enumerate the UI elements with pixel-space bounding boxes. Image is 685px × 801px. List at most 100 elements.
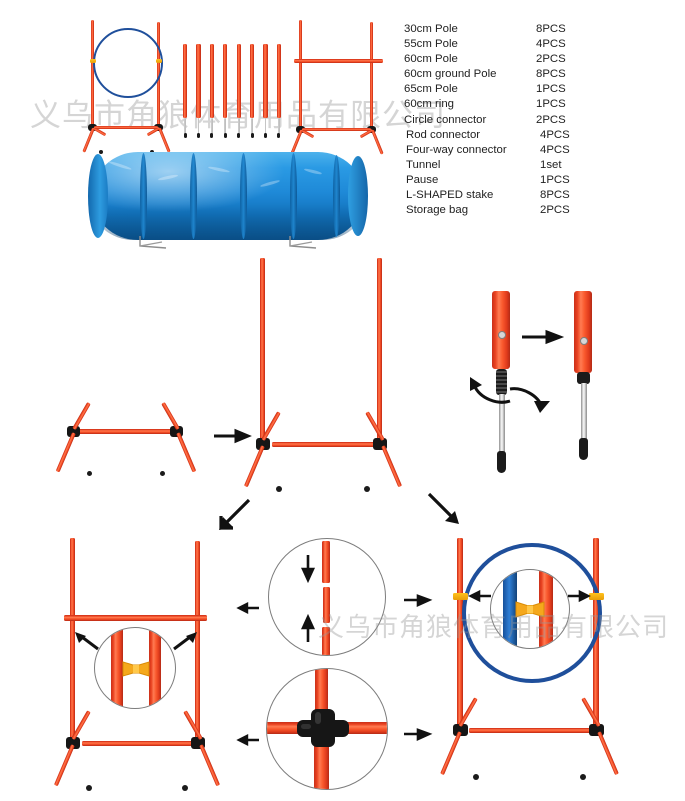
detail-upright-segment — [539, 570, 553, 648]
parts-list-row: 30cm Pole 8PCS — [404, 22, 674, 37]
part-name: Four-way connector — [406, 143, 507, 156]
arrow-left-icon — [468, 589, 491, 603]
step2-foot-cap-left — [276, 486, 282, 492]
detail-pole-join — [268, 538, 398, 666]
arrow-into-step3-lower — [236, 734, 260, 746]
detail-stake-twist — [470, 283, 650, 483]
part-name: Tunnel — [406, 158, 441, 171]
step4-foot-l-down — [440, 731, 462, 776]
step1-connector-left — [67, 426, 80, 437]
arrow-right-icon — [214, 428, 252, 444]
step4-clip-left — [453, 593, 468, 600]
arrow-right-icon — [404, 728, 433, 742]
step1-foot-l-up — [72, 402, 91, 430]
step3-ground-bar — [82, 741, 198, 746]
cross-connector-body — [297, 709, 349, 747]
arrow-up-icon — [300, 613, 316, 642]
detail-ring-clip-bowtie — [515, 601, 545, 618]
ring-jump-foot-cap-left — [99, 150, 103, 154]
part-quantity: 1set — [540, 158, 562, 171]
step3-foot-l-down — [53, 744, 75, 787]
step2-right-upright — [377, 258, 383, 444]
parts-list-row: 60cm Pole 2PCS — [404, 52, 674, 67]
detail-pole-right — [149, 628, 161, 708]
arrow-ring-clip-right — [567, 589, 591, 603]
arrow-right-icon — [522, 329, 565, 345]
arrow-step1-to-step2 — [214, 428, 252, 444]
tunnel-rib — [140, 153, 147, 239]
part-quantity: 1PCS — [536, 83, 566, 96]
product-photo-tunnel — [78, 148, 378, 249]
cross-pole-right — [343, 722, 387, 734]
part-name: Pause — [406, 173, 439, 186]
cross-pole-top — [315, 669, 328, 713]
arrow-up-right-icon — [173, 632, 197, 651]
arrow-ring-clip-left — [468, 589, 492, 603]
step4-hoop — [462, 543, 602, 683]
tunnel-opening-right — [348, 156, 368, 236]
tunnel-stake-right — [286, 234, 320, 257]
parts-list-row: Pause 1PCS — [404, 173, 674, 188]
crossbar-clip-detail-circle — [94, 627, 176, 709]
parts-list: 30cm Pole 8PCS 55cm Pole 4PCS 60cm Pole … — [404, 22, 674, 218]
arrow-left-icon — [236, 602, 259, 614]
cross-connector-detail-circle — [266, 668, 388, 790]
part-quantity: 8PCS — [540, 189, 570, 202]
hurdle-crossbar — [294, 59, 383, 63]
assembly-step-1 — [48, 385, 198, 495]
part-name: Storage bag — [406, 204, 469, 217]
tunnel-stake-left — [136, 234, 170, 257]
product-photo-hurdle — [288, 18, 396, 155]
ring-jump-hoop — [93, 28, 163, 98]
arrow-curved-cw-icon — [509, 387, 550, 413]
hurdle-left-upright — [299, 20, 303, 130]
product-photo-ring-jump — [70, 18, 180, 154]
step1-foot-cap-left — [87, 471, 92, 476]
step2-left-upright — [260, 258, 266, 444]
arrow-diagonal-down-left-icon — [219, 498, 251, 530]
hurdle-base-bar — [302, 128, 371, 131]
parts-list-row: Four-way connector 4PCS — [404, 143, 674, 158]
part-name: Circle connector — [404, 113, 487, 126]
four-way-connector-icon — [297, 709, 349, 747]
hurdle-right-upright — [370, 22, 374, 130]
part-quantity: 2PCS — [536, 53, 566, 66]
arrow-up-left-icon — [75, 632, 99, 651]
part-name: 60cm ground Pole — [404, 68, 497, 81]
part-quantity: 8PCS — [536, 23, 566, 35]
arrow-into-step3-upper — [236, 602, 260, 614]
tunnel-shading — [92, 204, 364, 240]
arrow-step2-to-step3 — [215, 498, 253, 532]
ring-clip-detail-circle — [490, 569, 570, 649]
cross-pole-bottom — [314, 741, 329, 789]
part-quantity: 4PCS — [536, 38, 566, 51]
arrow-left-icon — [236, 734, 259, 746]
arrow-step2-to-step4 — [425, 492, 463, 526]
arrow-rotate-left — [468, 373, 512, 407]
part-name: 60cm ring — [404, 98, 455, 111]
step2-foot-r-down — [381, 445, 403, 488]
part-quantity: 1PCS — [536, 98, 566, 111]
arrow-stake-assemble — [522, 329, 565, 345]
arrow-right-icon — [404, 594, 433, 608]
part-quantity: 4PCS — [540, 128, 570, 141]
bowtie-clip-icon — [515, 601, 545, 618]
part-quantity: 2PCS — [540, 204, 570, 217]
cross-pole-left — [267, 722, 305, 734]
stake-tube-screw-icon — [498, 331, 506, 339]
step4-foot-r-down — [597, 731, 619, 776]
part-name: 65cm Pole — [404, 83, 458, 96]
part-name: L-SHAPED stake — [406, 189, 494, 202]
parts-list-row: Circle connector 2PCS — [404, 113, 674, 128]
detail-clip-bowtie — [122, 661, 150, 677]
step2-foot-cap-right — [364, 486, 370, 492]
stake-shaft-right — [580, 383, 587, 441]
assembly-step-4 — [432, 535, 642, 790]
step3-crossbar — [64, 615, 207, 621]
stake-tube-left — [492, 291, 510, 369]
stake-tip-left — [497, 451, 506, 473]
arrow-rotate-right — [508, 387, 552, 421]
step2-ground-bar — [272, 442, 380, 447]
pole-join-detail-circle — [268, 538, 386, 656]
